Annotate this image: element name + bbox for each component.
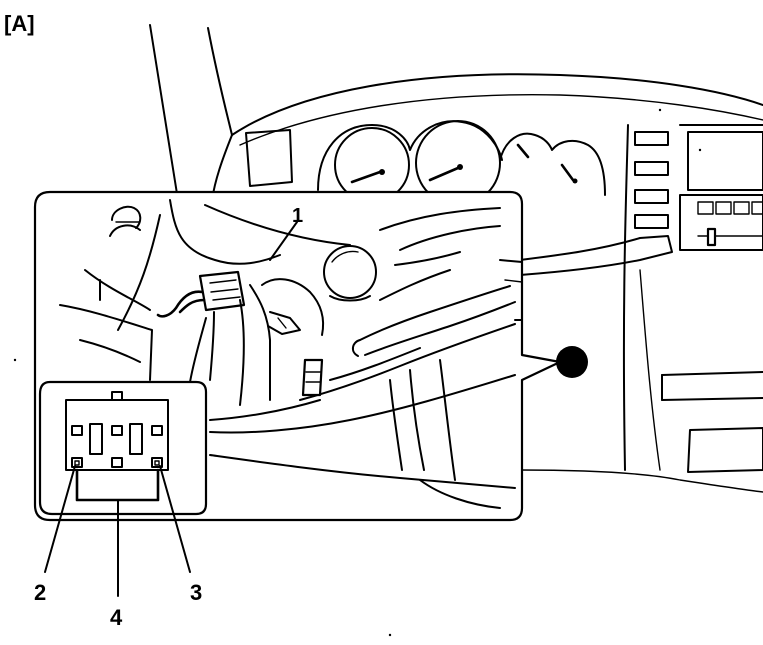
reference-marker bbox=[556, 346, 588, 378]
callout-4: 4 bbox=[110, 605, 123, 630]
figure-label: [A] bbox=[4, 11, 35, 36]
leader-lines bbox=[44, 221, 298, 597]
callout-3: 3 bbox=[190, 580, 202, 605]
inset-interior bbox=[59, 199, 523, 509]
dashboard-background bbox=[13, 24, 763, 637]
callout-2: 2 bbox=[34, 580, 46, 605]
callout-1: 1 bbox=[292, 205, 303, 227]
inset-view bbox=[33, 190, 588, 522]
